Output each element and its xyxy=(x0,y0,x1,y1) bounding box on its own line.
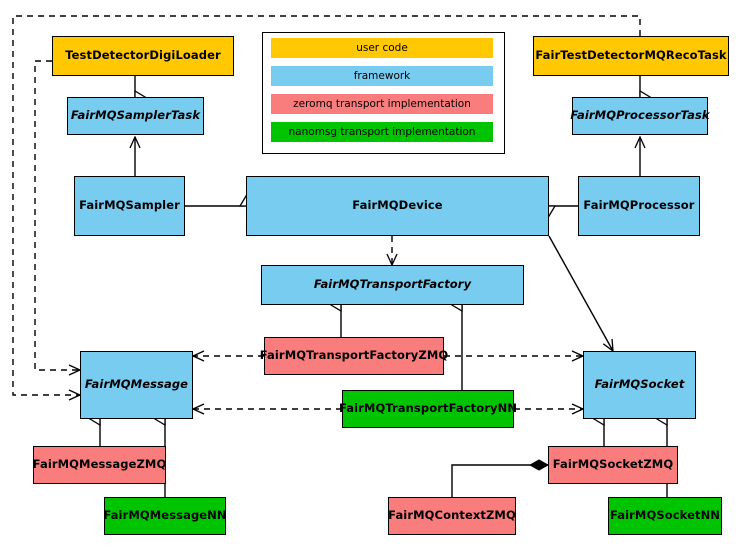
class-node-fairmqprocessortask[interactable]: FairMQProcessorTask xyxy=(570,97,710,135)
class-node-fairmqmessagezmq[interactable]: FairMQMessageZMQ xyxy=(33,446,166,484)
legend-item-zeromq: zeromq transport implementation xyxy=(271,94,493,114)
class-node-fairmqmessage[interactable]: FairMQMessage xyxy=(80,351,193,419)
class-node-fairmqsocketzmq[interactable]: FairMQSocketZMQ xyxy=(548,446,678,484)
legend-item-framework: framework xyxy=(271,66,493,86)
class-node-fairmqsampler[interactable]: FairMQSampler xyxy=(74,176,185,236)
class-node-fairmqdevice[interactable]: FairMQDevice xyxy=(246,176,549,236)
edge-contextzmq-socketzmq xyxy=(451,465,548,497)
class-node-fairmqtransportfactory[interactable]: FairMQTransportFactory xyxy=(261,265,524,305)
class-node-fairtestdetectormqrecotask[interactable]: FairTestDetectorMQRecoTask xyxy=(533,36,729,76)
legend-item-user-code: user code xyxy=(271,38,493,58)
class-node-fairmqprocessor[interactable]: FairMQProcessor xyxy=(578,176,700,236)
class-node-fairmqmessagenn[interactable]: FairMQMessageNN xyxy=(103,497,227,535)
class-node-fairmqtransportfactorynn[interactable]: FairMQTransportFactoryNN xyxy=(339,390,517,428)
class-node-fairmqcontextzmq[interactable]: FairMQContextZMQ xyxy=(388,497,516,535)
class-node-fairmqtransportfactoryzmq[interactable]: FairMQTransportFactoryZMQ xyxy=(260,337,448,375)
class-node-fairmqsocketnn[interactable]: FairMQSocketNN xyxy=(608,497,722,535)
class-node-testdetectordigiloader[interactable]: TestDetectorDigiLoader xyxy=(52,36,234,76)
class-node-fairmqsamplertask[interactable]: FairMQSamplerTask xyxy=(67,97,204,135)
legend-item-nanomsg: nanomsg transport implementation xyxy=(271,122,493,142)
class-node-fairmqsocket[interactable]: FairMQSocket xyxy=(583,351,696,419)
edge-device-socket xyxy=(548,235,613,351)
